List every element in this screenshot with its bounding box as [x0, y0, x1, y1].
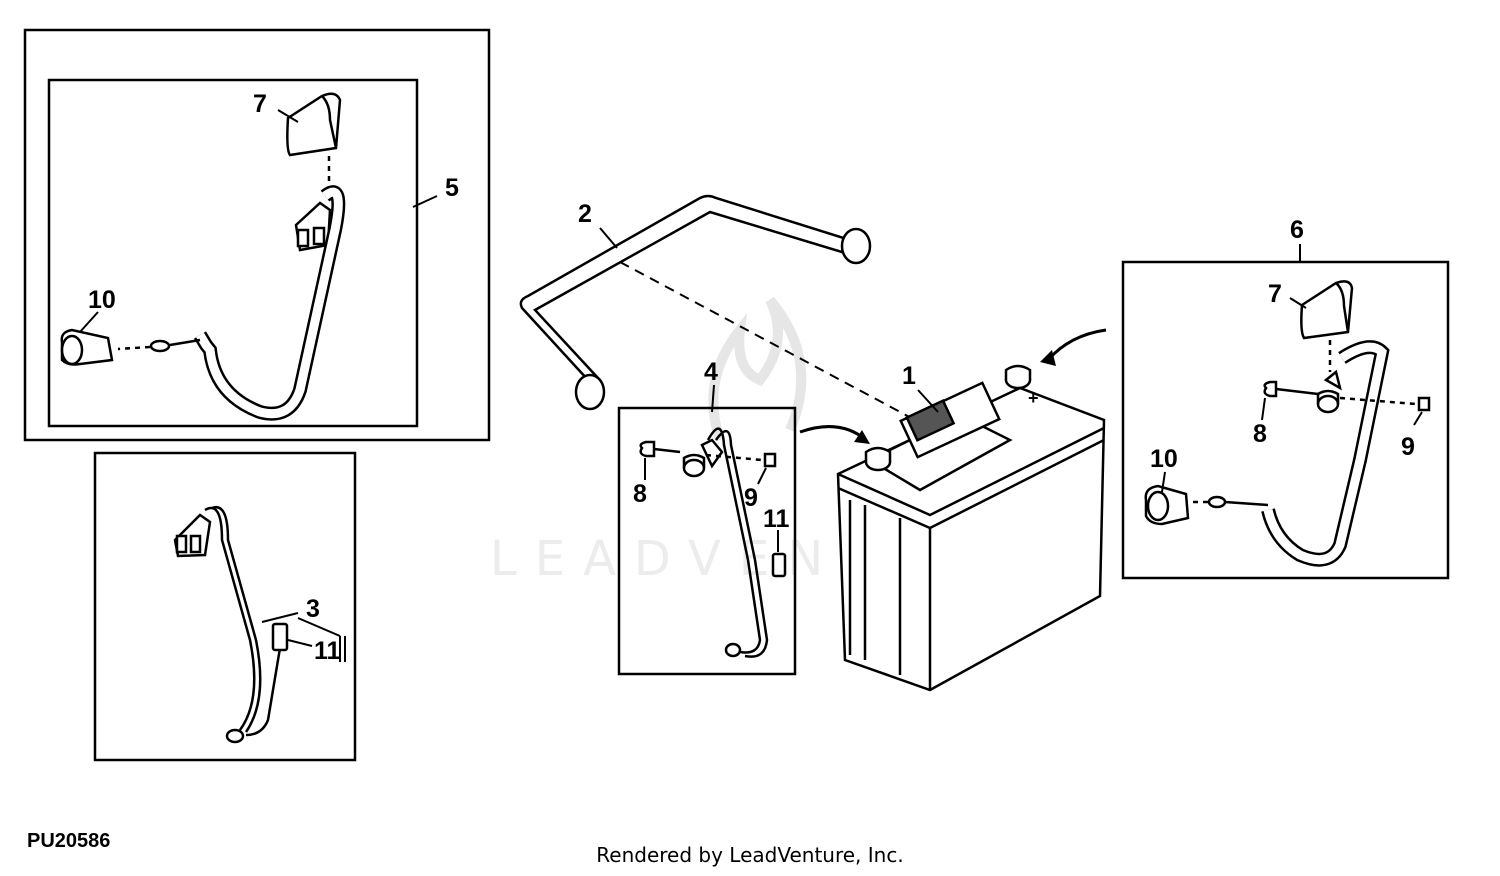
leaders-3: [261, 612, 346, 662]
callout-8-mid: 8: [633, 480, 647, 508]
assembly-6-box: [1121, 260, 1450, 580]
leader-10a: [79, 311, 99, 333]
leaders-6: [1161, 244, 1423, 493]
watermark-logo: [708, 296, 807, 442]
dashed-guide-2: [619, 261, 931, 429]
leader-2: [599, 227, 618, 249]
callout-4: 4: [704, 358, 718, 386]
cable-6: [1144, 280, 1431, 567]
callout-3: 3: [306, 595, 320, 623]
leader-7a: [277, 109, 299, 123]
render-credit: Rendered by LeadVenture, Inc.: [596, 843, 904, 867]
callout-10-right: 10: [1150, 445, 1178, 473]
arrowhead-positive: [1040, 350, 1056, 366]
callout-10-left: 10: [88, 286, 116, 314]
callout-7-right: 7: [1268, 280, 1282, 308]
callout-8-right: 8: [1253, 420, 1267, 448]
callout-7-left: 7: [253, 90, 267, 118]
cable-5: [60, 92, 346, 421]
callout-9-mid: 9: [744, 484, 758, 512]
leader-1: [917, 389, 939, 413]
callout-6: 6: [1290, 216, 1304, 244]
callout-11-mid: 11: [763, 505, 790, 533]
hold-down-bar-2: [519, 194, 872, 411]
positive-mark: +: [1028, 388, 1039, 408]
assembly-4-box: [617, 406, 797, 676]
leaders-4: [644, 384, 779, 552]
assembly-5-box: [23, 28, 491, 442]
arrow-to-negative: [799, 425, 867, 442]
arrowhead-negative: [854, 430, 870, 444]
arrow-to-positive: [1046, 328, 1107, 361]
assembly-3-box: [93, 451, 357, 762]
callout-9-right: 9: [1401, 433, 1415, 461]
figure-id: PU20586: [27, 830, 111, 852]
harness-3: [173, 505, 289, 744]
callout-11-left: 11: [314, 637, 341, 665]
callout-1: 1: [902, 362, 916, 390]
callout-2: 2: [578, 200, 592, 228]
leader-5: [412, 195, 438, 208]
terminal-cover: [286, 92, 342, 157]
cable-4: [639, 427, 787, 658]
battery-1: [836, 364, 1106, 692]
callout-5: 5: [445, 174, 459, 202]
